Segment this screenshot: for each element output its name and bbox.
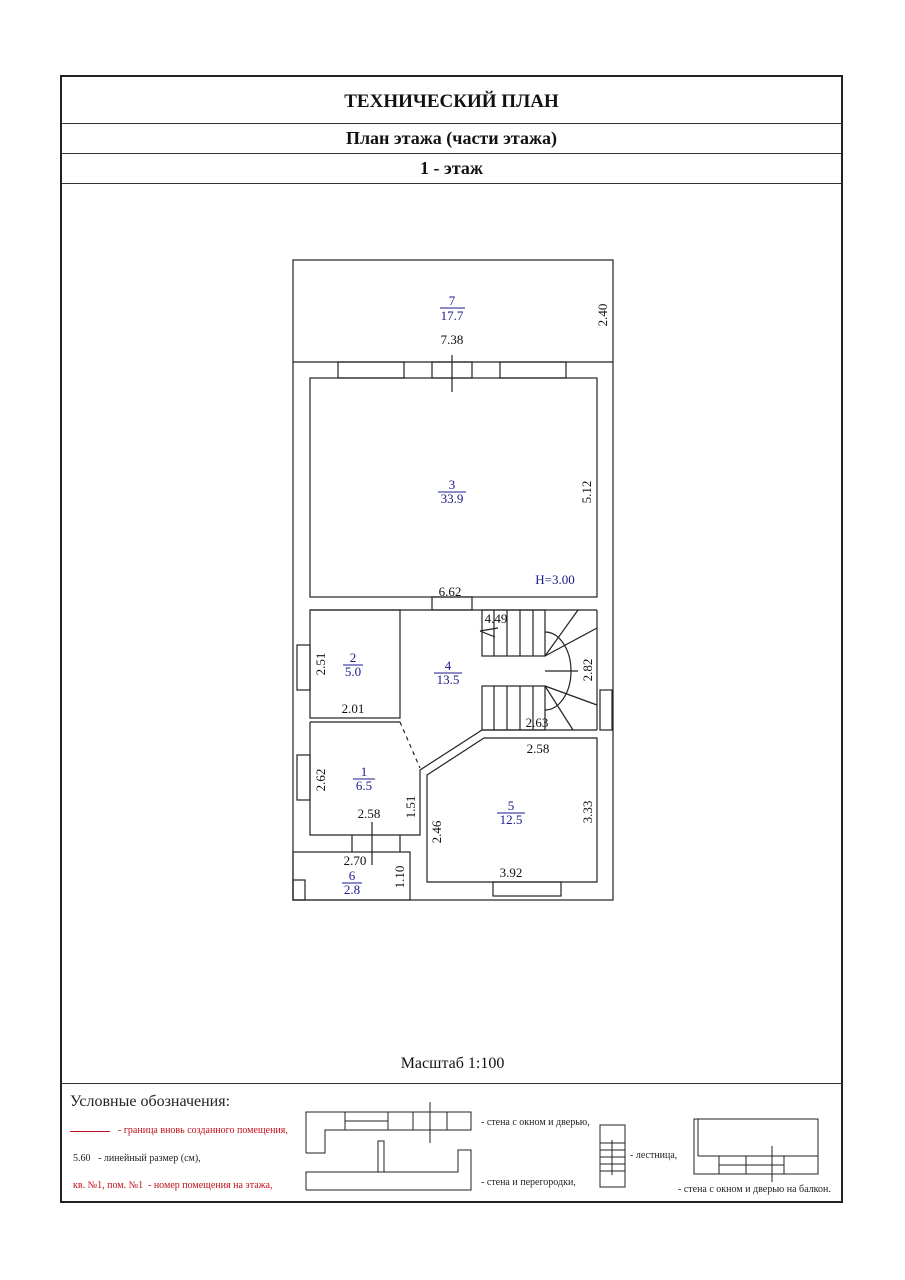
stairs-symbol (599, 1124, 626, 1188)
document-subtitle: План этажа (части этажа) (62, 123, 841, 154)
dim-label: 3.33 (580, 801, 595, 824)
room-1-number: 1 (361, 764, 368, 779)
dim-label: 2.58 (527, 741, 550, 756)
dim-label: 2.62 (313, 769, 328, 792)
legend-stairs-text: - лестница, (630, 1150, 678, 1161)
room-3-number: 3 (449, 477, 456, 492)
dim-label: 1.51 (403, 796, 418, 819)
room-1-area: 6.5 (356, 778, 372, 793)
dim-label: 2.82 (580, 659, 595, 682)
room-7-area: 17.7 (441, 308, 464, 323)
room-4-number: 4 (445, 658, 452, 673)
staircase (479, 609, 598, 731)
room-5-outline (426, 737, 598, 883)
dim-label: 1.10 (392, 866, 407, 889)
legend-wall-partition-text: - стена и перегородки, (481, 1177, 576, 1188)
legend-room-sample: кв. №1, пом. №1 (73, 1180, 144, 1191)
legend-title: Условные обозначения: (70, 1093, 231, 1110)
dim-label: 2.40 (595, 304, 610, 327)
legend-balcony-text: - стена с окном и дверью на балкон. (678, 1184, 831, 1195)
dim-label: 2.51 (313, 653, 328, 676)
legend-room-text: - номер помещения на этажа, (148, 1180, 273, 1191)
outer-wall (292, 259, 614, 901)
legend-linear-sample: 5.60 (73, 1153, 91, 1164)
dim-label: 5.12 (579, 481, 594, 504)
window (499, 361, 567, 379)
legend-boundary-line (70, 1131, 110, 1132)
room-3-area: 33.9 (441, 491, 464, 506)
wall-partition-symbol (305, 1140, 472, 1191)
ceiling-height: H=3.00 (535, 572, 574, 587)
dim-label: 2.70 (344, 853, 367, 868)
dim-label: 3.92 (500, 865, 523, 880)
dim-label: 2.46 (429, 820, 444, 843)
floor-label: 1 - этаж (62, 153, 841, 184)
wall-window-door-symbol (305, 1102, 472, 1154)
window (337, 361, 405, 379)
dim-label: 2.58 (358, 806, 381, 821)
room-2-number: 2 (350, 650, 357, 665)
dim-label: 2.01 (342, 701, 365, 716)
legend-wall-window-text: - стена с окном и дверью, (481, 1117, 590, 1128)
room-5-number: 5 (508, 798, 515, 813)
room-7-number: 7 (449, 293, 456, 308)
dim-label: 4.49 (485, 611, 508, 626)
legend-boundary-text: - граница вновь созданного помещения, (118, 1125, 288, 1136)
door (431, 596, 473, 611)
room-4-area: 13.5 (437, 672, 460, 687)
room-2-area: 5.0 (345, 664, 361, 679)
room-6-area: 2.8 (344, 882, 360, 897)
scale-label: Масштаб 1:100 (400, 1055, 505, 1072)
dim-label: 7.38 (441, 332, 464, 347)
document-title: ТЕХНИЧЕСКИЙ ПЛАН (62, 77, 841, 124)
room-6-number: 6 (349, 868, 356, 883)
dim-label: 6.62 (439, 584, 462, 599)
legend-linear-text: - линейный размер (см), (98, 1153, 201, 1164)
balcony-wall-symbol (693, 1118, 819, 1182)
room-5-area: 12.5 (500, 812, 523, 827)
drawing-frame: ТЕХНИЧЕСКИЙ ПЛАН План этажа (части этажа… (60, 75, 843, 1203)
legend-divider (61, 1083, 842, 1084)
dim-label: 2.63 (526, 715, 549, 730)
